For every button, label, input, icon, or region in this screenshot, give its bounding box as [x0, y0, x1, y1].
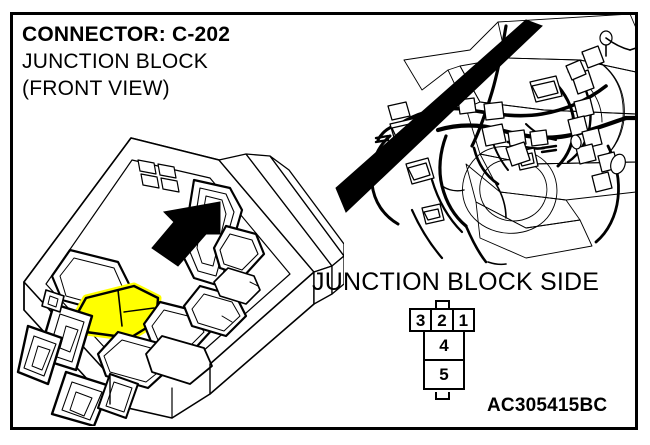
pin-cell-1: 1	[451, 308, 475, 332]
pin-cell-3: 3	[409, 308, 433, 332]
leader-wedge	[335, 19, 543, 213]
view-label: (FRONT VIEW)	[22, 77, 170, 100]
pointer-arrow	[151, 201, 221, 267]
component-name: JUNCTION BLOCK	[22, 50, 208, 73]
figure-part-number: AC305415BC	[487, 395, 608, 416]
connector-tab-bottom-icon	[435, 392, 450, 400]
harness-illustration	[330, 13, 639, 266]
pin-cell-4: 4	[423, 330, 465, 361]
pin-cell-5: 5	[423, 359, 465, 390]
title-block: CONNECTOR: C-202 JUNCTION BLOCK (FRONT V…	[22, 22, 352, 102]
junction-block-illustration	[14, 126, 345, 428]
connector-pin-diagram: 3 2 1 4 5	[409, 300, 481, 400]
pin-cell-2: 2	[430, 308, 454, 332]
junction-block-side-label: JUNCTION BLOCK SIDE	[312, 268, 600, 296]
connector-tab-top-icon	[435, 300, 450, 309]
connector-title: CONNECTOR: C-202	[22, 23, 231, 46]
pin-row-top: 3 2 1	[409, 308, 479, 332]
